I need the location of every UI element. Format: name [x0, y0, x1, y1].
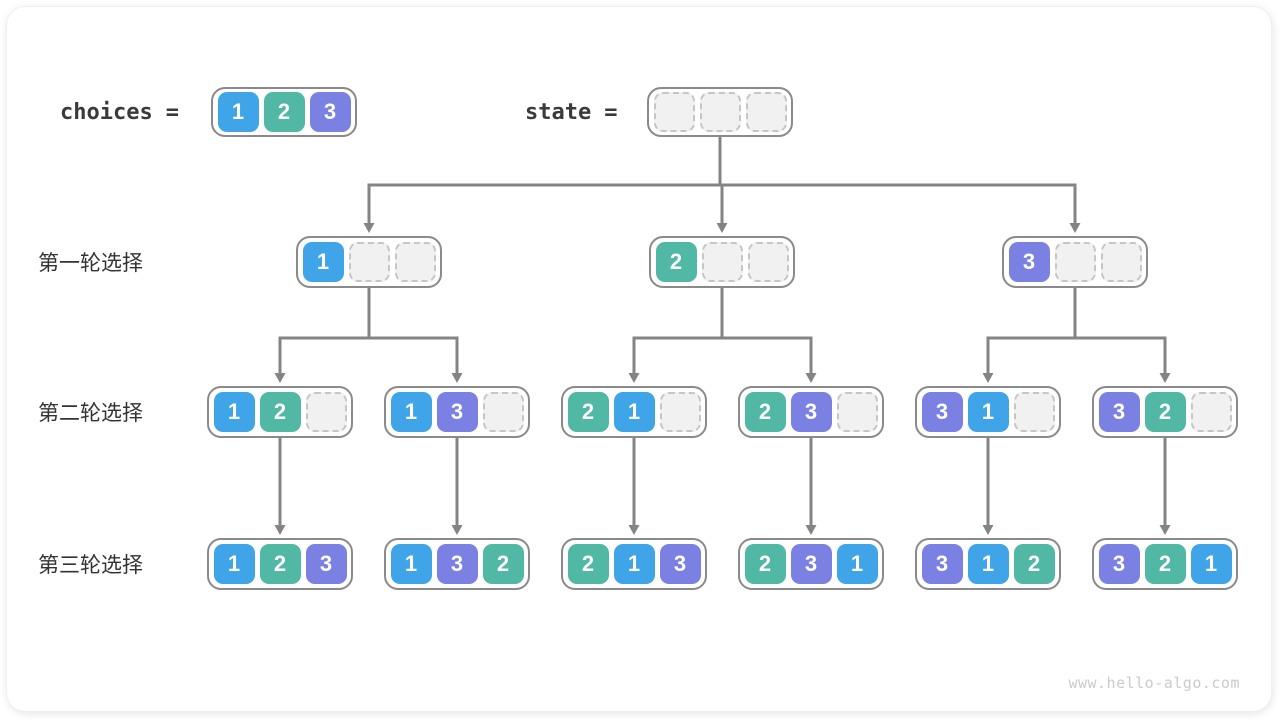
choices-label-group: choices = [60, 87, 179, 137]
array-cell-value-2: 2 [655, 242, 697, 282]
watermark: www.hello-algo.com [1068, 674, 1240, 692]
array-cell-empty [747, 242, 789, 282]
array-cell-value-2: 2 [482, 544, 524, 584]
state-array [647, 87, 793, 137]
row-label-round-3: 第三轮选择 [38, 554, 143, 577]
array-cell-empty [836, 392, 878, 432]
state-label-group: state = [525, 87, 617, 137]
diagram-card [7, 7, 1271, 711]
array-cell-value-2: 2 [1144, 544, 1186, 584]
array-cell-value-1: 1 [390, 544, 432, 584]
array-cell-value-1: 1 [967, 392, 1009, 432]
array-cell-value-1: 1 [836, 544, 878, 584]
array-cell-value-1: 1 [302, 242, 344, 282]
row-label-round-2: 第二轮选择 [38, 402, 143, 425]
array-cell-value-2: 2 [744, 544, 786, 584]
tree-node-L1-3: 3 [1002, 236, 1148, 288]
array-cell-empty [305, 392, 347, 432]
array-cell-value-3: 3 [436, 392, 478, 432]
array-cell-empty [701, 242, 743, 282]
array-cell-value-2: 2 [1144, 392, 1186, 432]
array-cell-value-3: 3 [1098, 392, 1140, 432]
array-cell-empty [699, 92, 741, 132]
array-cell-value-2: 2 [1013, 544, 1055, 584]
array-cell-value-3: 3 [1008, 242, 1050, 282]
array-cell-empty [653, 92, 695, 132]
array-cell-value-3: 3 [436, 544, 478, 584]
choices-equals-sign: = [165, 99, 179, 125]
array-cell-value-1: 1 [213, 392, 255, 432]
array-cell-value-1: 1 [213, 544, 255, 584]
array-cell-value-1: 1 [1190, 544, 1232, 584]
row-label-round-1: 第一轮选择 [38, 252, 143, 275]
array-cell-value-2: 2 [567, 392, 609, 432]
array-cell-value-2: 2 [744, 392, 786, 432]
array-cell-value-1: 1 [967, 544, 1009, 584]
array-cell-value-1: 1 [217, 92, 259, 132]
state-equals-sign: = [604, 99, 618, 125]
tree-node-L1-2: 2 [649, 236, 795, 288]
array-cell-value-1: 1 [613, 392, 655, 432]
array-cell-value-2: 2 [567, 544, 609, 584]
array-cell-empty [1013, 392, 1055, 432]
tree-node-L1-1: 1 [296, 236, 442, 288]
array-cell-value-3: 3 [659, 544, 701, 584]
array-cell-value-1: 1 [390, 392, 432, 432]
array-cell-empty [394, 242, 436, 282]
array-cell-value-3: 3 [309, 92, 351, 132]
array-cell-value-2: 2 [259, 392, 301, 432]
array-cell-value-3: 3 [921, 544, 963, 584]
array-cell-value-3: 3 [921, 392, 963, 432]
array-cell-empty [1190, 392, 1232, 432]
array-cell-value-2: 2 [259, 544, 301, 584]
state-label: state [525, 99, 592, 125]
array-cell-empty [1100, 242, 1142, 282]
array-cell-empty [745, 92, 787, 132]
choices-label: choices [60, 99, 153, 125]
array-cell-value-3: 3 [790, 392, 832, 432]
array-cell-value-2: 2 [263, 92, 305, 132]
array-cell-value-3: 3 [790, 544, 832, 584]
array-cell-value-1: 1 [613, 544, 655, 584]
array-cell-empty [1054, 242, 1096, 282]
array-cell-empty [482, 392, 524, 432]
array-cell-empty [659, 392, 701, 432]
array-cell-value-3: 3 [305, 544, 347, 584]
array-cell-empty [348, 242, 390, 282]
array-cell-value-3: 3 [1098, 544, 1140, 584]
